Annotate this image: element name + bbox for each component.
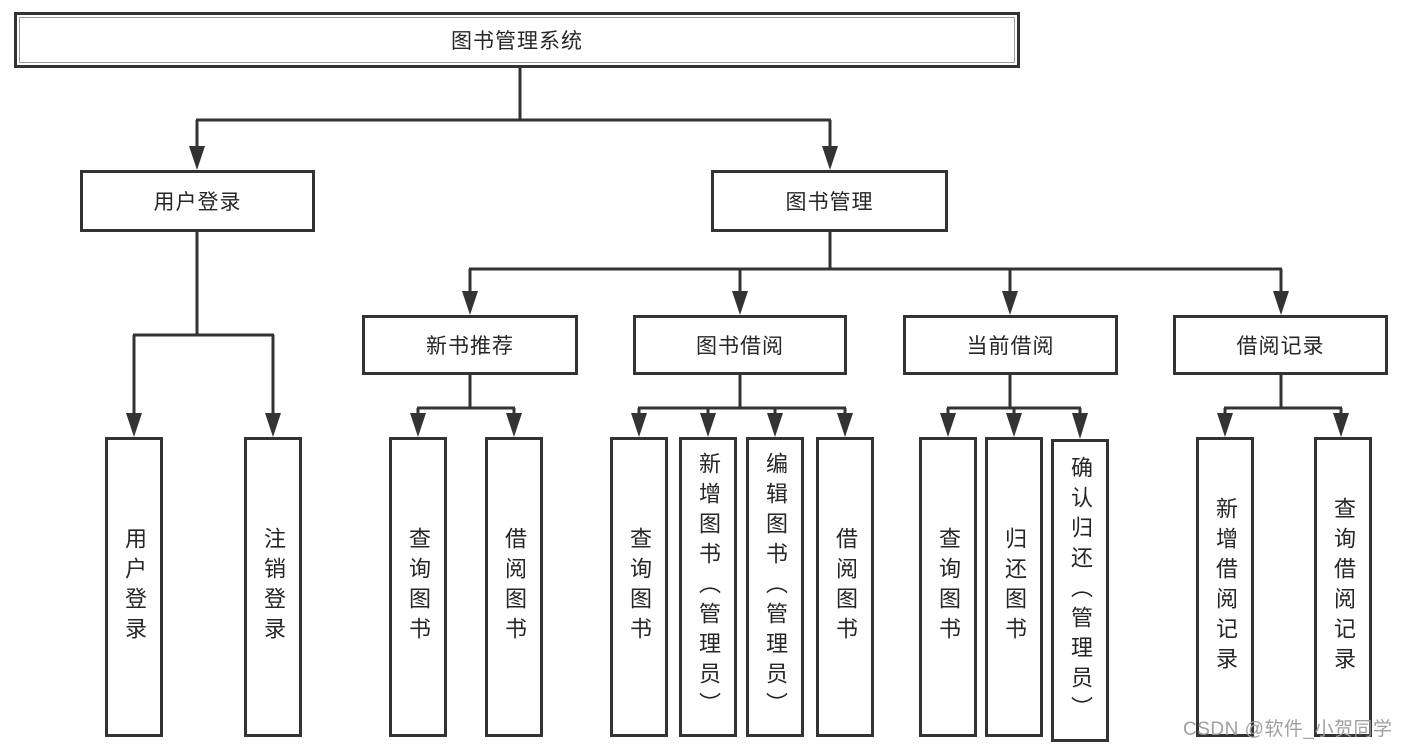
leaf-borrow-books-borrowing: 借阅图书 xyxy=(816,437,874,737)
node-book-borrowing: 图书借阅 xyxy=(633,315,847,375)
node-label: 借阅图书 xyxy=(502,527,527,647)
leaf-return-books: 归还图书 xyxy=(985,437,1043,737)
leaf-query-books-borrowing: 查询图书 xyxy=(610,437,668,737)
node-label: 借阅图书 xyxy=(833,527,858,647)
leaf-add-borrow-record: 新增借阅记录 xyxy=(1196,437,1254,737)
node-current-borrowing: 当前借阅 xyxy=(903,315,1118,375)
leaf-borrow-books-recommend: 借阅图书 xyxy=(485,437,543,737)
node-user-login-module: 用户登录 xyxy=(80,170,315,232)
node-label: 借阅记录 xyxy=(1236,335,1325,358)
leaf-query-borrow-record: 查询借阅记录 xyxy=(1314,437,1372,737)
node-label: 编辑图书（管理员） xyxy=(763,452,788,722)
leaf-edit-books-admin: 编辑图书（管理员） xyxy=(746,437,804,737)
node-label: 确认归还（管理员） xyxy=(1068,455,1093,726)
watermark: CSDN @软件_小贺同学 xyxy=(1183,719,1393,740)
node-label: 查询图书 xyxy=(936,527,961,647)
leaf-user-login: 用户登录 xyxy=(105,437,163,737)
node-library-management-system: 图书管理系统 xyxy=(14,12,1020,68)
node-borrowing-records: 借阅记录 xyxy=(1173,315,1388,375)
leaf-query-books-current: 查询图书 xyxy=(919,437,977,737)
node-label: 当前借阅 xyxy=(966,335,1055,358)
node-label: 注销登录 xyxy=(261,527,286,647)
node-label: 图书借阅 xyxy=(696,335,784,358)
leaf-add-books-admin: 新增图书（管理员） xyxy=(679,437,737,737)
node-label: 用户登录 xyxy=(153,191,242,214)
node-label: 查询图书 xyxy=(627,527,652,647)
node-label: 图书管理 xyxy=(785,191,874,214)
leaf-query-books-recommend: 查询图书 xyxy=(389,437,447,737)
node-label: 归还图书 xyxy=(1002,527,1027,647)
node-label: 用户登录 xyxy=(122,527,147,647)
node-label: 新增图书（管理员） xyxy=(696,452,721,722)
node-label: 新书推荐 xyxy=(426,335,514,358)
node-label: 查询图书 xyxy=(406,527,431,647)
node-label: 图书管理系统 xyxy=(451,30,583,53)
node-book-management-module: 图书管理 xyxy=(711,170,948,232)
leaf-confirm-return-admin: 确认归还（管理员） xyxy=(1051,439,1109,742)
node-label: 新增借阅记录 xyxy=(1213,497,1238,677)
node-label: 查询借阅记录 xyxy=(1331,497,1356,677)
node-new-book-recommendation: 新书推荐 xyxy=(362,315,578,375)
leaf-logout: 注销登录 xyxy=(244,437,302,737)
